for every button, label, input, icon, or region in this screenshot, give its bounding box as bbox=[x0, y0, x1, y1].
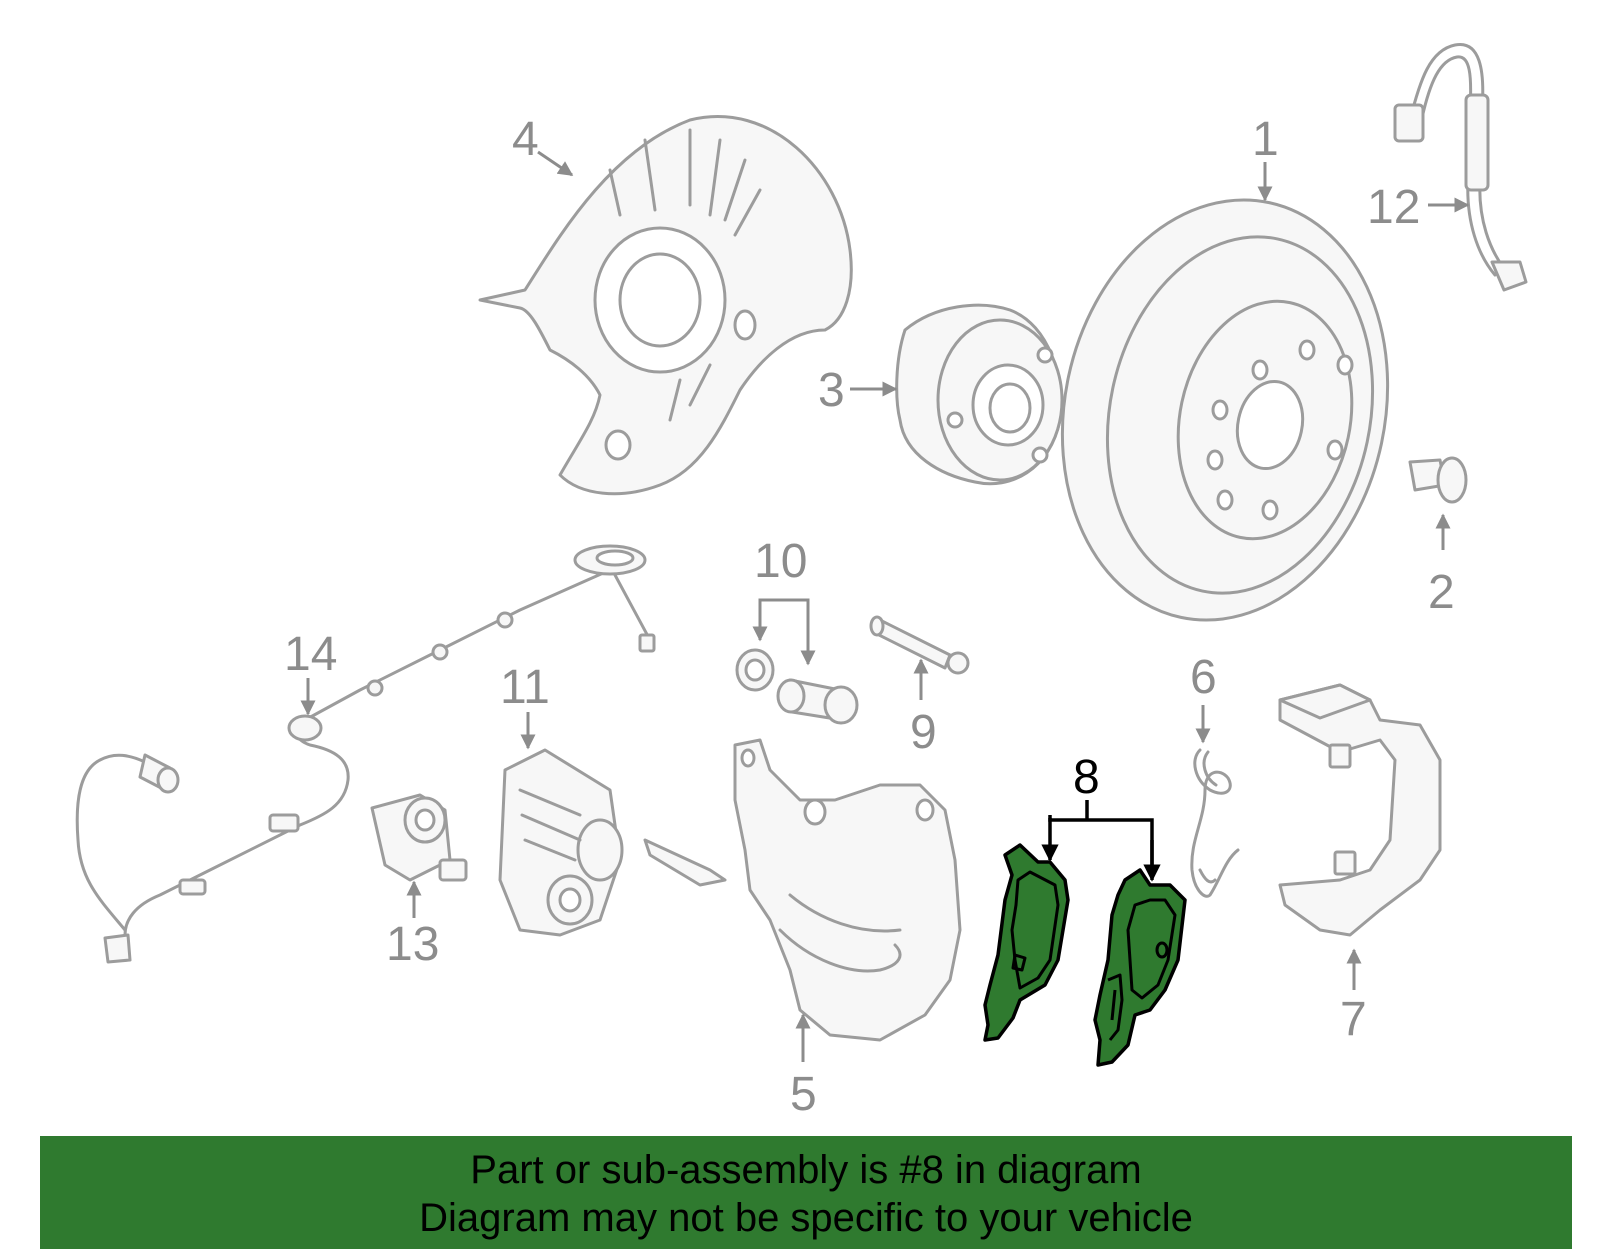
brake-hose-part-12 bbox=[1393, 43, 1528, 292]
svg-text:10: 10 bbox=[754, 535, 807, 588]
screw-part-2 bbox=[1408, 456, 1468, 504]
svg-text:3: 3 bbox=[818, 364, 845, 417]
parking-brake-motor-part-11 bbox=[498, 748, 624, 937]
callout-4: 4 bbox=[512, 113, 574, 177]
info-banner: Part or sub-assembly is #8 in diagram Di… bbox=[40, 1136, 1572, 1249]
svg-text:7: 7 bbox=[1340, 993, 1367, 1046]
svg-text:9: 9 bbox=[910, 706, 937, 759]
svg-text:2: 2 bbox=[1428, 566, 1455, 619]
spring-clip-part-6 bbox=[1190, 748, 1240, 898]
callout-7: 7 bbox=[1340, 948, 1367, 1046]
callout-9: 9 bbox=[910, 658, 937, 759]
callout-8: 8 bbox=[1041, 751, 1161, 882]
brake-pad-set-part-8[interactable] bbox=[983, 843, 1187, 1067]
svg-text:12: 12 bbox=[1367, 181, 1420, 234]
callout-1: 1 bbox=[1252, 113, 1279, 202]
banner-line-1: Part or sub-assembly is #8 in diagram bbox=[470, 1148, 1142, 1192]
svg-text:6: 6 bbox=[1190, 651, 1217, 704]
svg-text:5: 5 bbox=[790, 1068, 817, 1121]
svg-text:1: 1 bbox=[1252, 113, 1279, 166]
callout-11: 11 bbox=[500, 661, 550, 750]
banner-line-2: Diagram may not be specific to your vehi… bbox=[419, 1196, 1193, 1240]
callout-2: 2 bbox=[1428, 513, 1455, 619]
callout-3: 3 bbox=[818, 364, 898, 417]
brake-caliper-part-5 bbox=[643, 738, 962, 1042]
callout-12: 12 bbox=[1367, 181, 1470, 234]
brake-pad-outer[interactable] bbox=[1093, 868, 1187, 1067]
callout-5: 5 bbox=[790, 1013, 817, 1121]
callout-14: 14 bbox=[284, 628, 337, 716]
guide-bushing-part-10 bbox=[735, 648, 859, 725]
guide-pin-part-9 bbox=[869, 615, 970, 675]
svg-text:4: 4 bbox=[512, 113, 539, 166]
brake-rotor-part-1 bbox=[1060, 198, 1390, 622]
callout-13: 13 bbox=[386, 880, 439, 971]
callout-6: 6 bbox=[1190, 651, 1217, 744]
svg-text:8: 8 bbox=[1073, 751, 1100, 804]
splash-shield-part-4 bbox=[478, 115, 853, 496]
svg-text:11: 11 bbox=[500, 661, 550, 714]
sensor-part-13 bbox=[370, 793, 468, 882]
callout-10: 10 bbox=[752, 535, 816, 666]
caliper-bracket-part-7 bbox=[1278, 683, 1442, 937]
svg-text:14: 14 bbox=[284, 628, 337, 681]
abs-sensor-cable-part-14 bbox=[75, 544, 656, 964]
wheel-hub-part-3 bbox=[895, 303, 1064, 486]
brake-pad-inner[interactable] bbox=[983, 843, 1070, 1042]
svg-text:13: 13 bbox=[386, 918, 439, 971]
